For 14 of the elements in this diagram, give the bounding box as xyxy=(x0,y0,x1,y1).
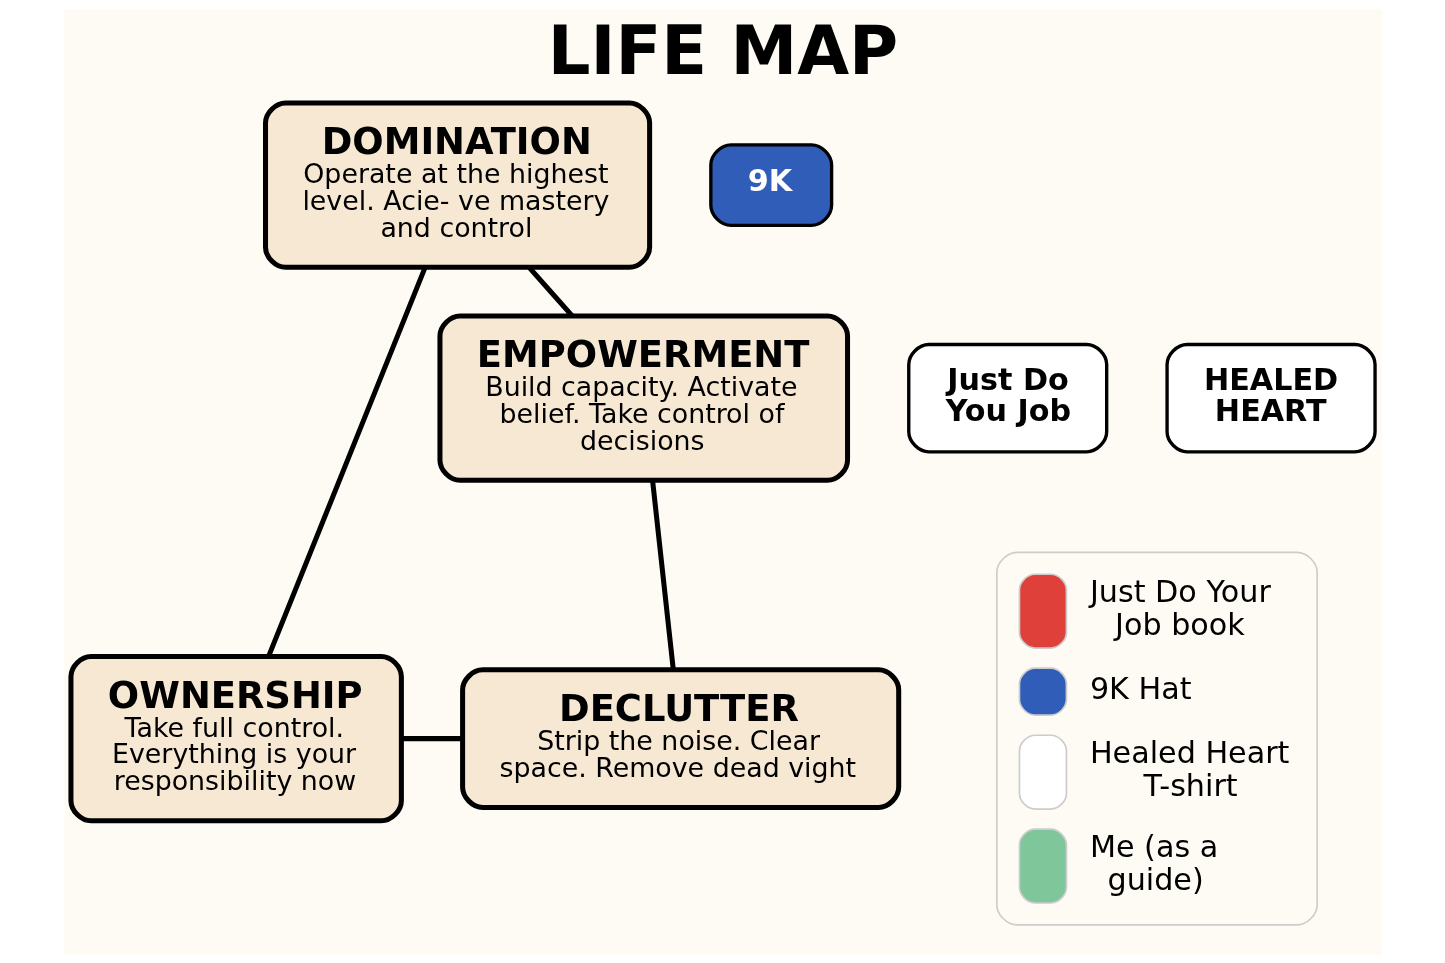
connector xyxy=(649,479,676,670)
label: HEALED HEART xyxy=(1203,361,1338,428)
diagram-title: LIFE MAP xyxy=(547,11,898,90)
connector xyxy=(401,735,463,741)
node-box: OWNERSHIP Take full control. Everything is your responsibility now xyxy=(67,653,404,823)
legend-label: 9K Hat xyxy=(1089,670,1192,706)
legend-label: Me (as a guide) xyxy=(1089,828,1218,897)
legend-label: Just Do Your Job book xyxy=(1089,573,1271,642)
node-box: DECLUTTER Strip the noise. Clear space. Remove dead vight xyxy=(459,666,901,810)
label: Just Do You Job xyxy=(945,361,1071,428)
node-box: DOMINATION Operate at the highest level. Acie- ve mastery and control xyxy=(262,99,652,270)
legend-label: Healed Heart T-shirt xyxy=(1089,734,1289,803)
node-box: EMPOWERMENT Build capacity. Activate belief. Take control of decisions xyxy=(436,312,850,483)
label: 9K xyxy=(747,162,792,198)
